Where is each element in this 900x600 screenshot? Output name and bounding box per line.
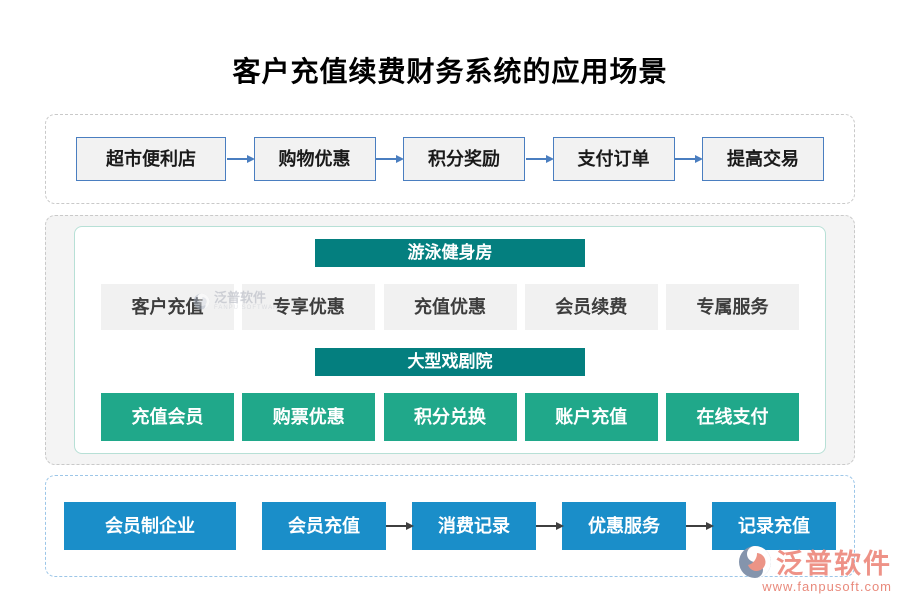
flow-step-box: 提高交易 (702, 137, 824, 181)
scenario-item-box: 购票优惠 (242, 392, 376, 441)
scenario-item-box: 积分兑换 (383, 392, 517, 441)
flow-gap (236, 525, 262, 527)
watermark-subtext: FANPU SOFTWARE (214, 305, 284, 311)
arrow-right-icon (376, 155, 405, 163)
arrow-right-icon (686, 522, 714, 530)
brand-logo: 泛普软件 www.fanpusoft.com (738, 542, 892, 594)
scenarios-panel: 游泳健身房 客户充值 专享优惠 充值优惠 会员续费 专属服务 大型戏剧院 充值会… (74, 226, 826, 454)
scenario-item-box: 专享优惠 (242, 284, 376, 331)
flow-step-box: 支付订单 (552, 137, 675, 181)
membership-scenarios-section: 游泳健身房 客户充值 专享优惠 充值优惠 会员续费 专属服务 大型戏剧院 充值会… (45, 215, 855, 465)
scenario-header-gym: 游泳健身房 (315, 239, 585, 267)
supermarket-flow-row: 超市便利店 购物优惠 积分奖励 支付订单 提高交易 (76, 137, 824, 181)
scenario-item-box: 会员续费 (524, 284, 658, 331)
arrow-right-icon (525, 155, 554, 163)
fanpu-logo-icon (193, 293, 210, 310)
scenario-header-theatre: 大型戏剧院 (315, 347, 585, 376)
arrow-right-icon (675, 155, 704, 163)
flow-step-box: 积分奖励 (403, 137, 525, 181)
flow-step-box: 会员制企业 (64, 502, 236, 550)
watermark-text: 泛普软件 (214, 290, 267, 305)
brand-row: 泛普软件 (738, 542, 892, 581)
fanpu-logo-icon (739, 545, 771, 578)
flow-step-box: 记录充值 (712, 502, 836, 550)
brand-name: 泛普软件 (776, 549, 892, 579)
scenario-item-box: 充值优惠 (383, 284, 517, 331)
enterprise-flow-section: 会员制企业 会员充值 消费记录 优惠服务 记录充值 (45, 475, 855, 577)
gym-items-row: 客户充值 专享优惠 充值优惠 会员续费 专属服务 (101, 284, 799, 331)
supermarket-flow-section: 超市便利店 购物优惠 积分奖励 支付订单 提高交易 (45, 114, 855, 204)
flow-step-box: 优惠服务 (562, 502, 686, 550)
theatre-items-row: 充值会员 购票优惠 积分兑换 账户充值 在线支付 (101, 392, 799, 441)
flow-step-box: 消费记录 (412, 502, 536, 550)
scenario-item-box: 充值会员 (101, 392, 234, 441)
scenario-item-box: 账户充值 (524, 392, 658, 441)
arrow-right-icon (226, 155, 255, 163)
flow-step-box: 会员充值 (262, 502, 386, 550)
enterprise-flow-row: 会员制企业 会员充值 消费记录 优惠服务 记录充值 (64, 502, 836, 550)
scenario-item-box: 客户充值 (101, 284, 234, 331)
scenario-item-box: 在线支付 (666, 392, 799, 441)
brand-url: www.fanpusoft.com (762, 579, 892, 594)
flow-step-box: 超市便利店 (76, 137, 226, 181)
watermark: 泛普软件 FANPU SOFTWARE (193, 291, 283, 312)
scenario-item-box: 专属服务 (666, 284, 799, 331)
arrow-right-icon (536, 522, 564, 530)
flow-step-box: 购物优惠 (253, 137, 376, 181)
page-title: 客户充值续费财务系统的应用场景 (232, 56, 668, 87)
arrow-right-icon (386, 522, 414, 530)
